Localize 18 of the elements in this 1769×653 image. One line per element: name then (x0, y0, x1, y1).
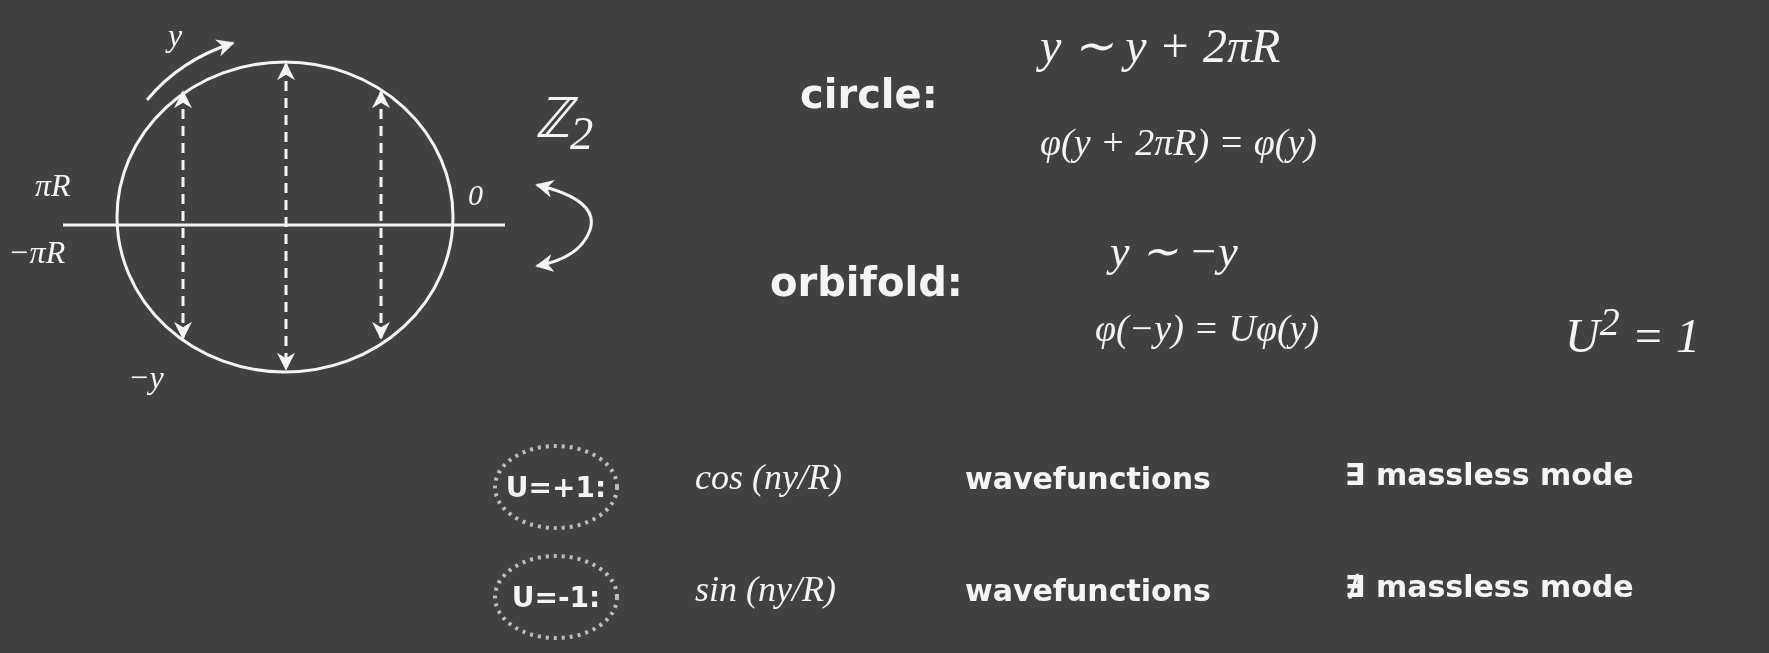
axis-label: πR (35, 168, 71, 204)
case-label: U=-1: (511, 580, 601, 614)
text-label: ∃ massless mode (1345, 458, 1634, 491)
math-formula: U$^{2}$ = 1 (1565, 300, 1701, 363)
axis-label: −πR (8, 235, 66, 271)
math-formula: φ(−y) = Uφ(y) (1095, 308, 1320, 350)
axis-label: −y (128, 360, 164, 396)
text-label: ∄ massless mode (1345, 570, 1634, 603)
case-label: U=+1: (505, 470, 607, 504)
math-formula: sin (ny/R) (695, 570, 836, 610)
math-formula: cos (ny/R) (695, 458, 842, 498)
text-label: wavefunctions (965, 462, 1211, 495)
symbol-label: ℤ$_{2}$ (535, 88, 594, 160)
math-formula: φ(y + 2πR) = φ(y) (1040, 122, 1317, 164)
text-label: orbifold: (770, 260, 963, 304)
text-label: circle: (800, 72, 938, 116)
axis-label: 0 (468, 178, 483, 211)
text-label: wavefunctions (965, 574, 1211, 607)
